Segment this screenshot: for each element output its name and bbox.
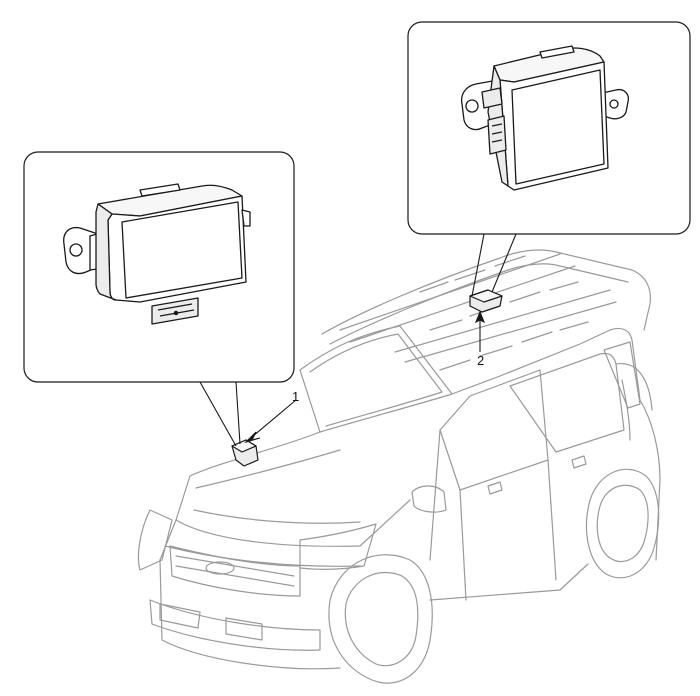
- leader-lines: [199, 233, 517, 447]
- callout-arrows: [244, 310, 486, 444]
- module-marker-1: [231, 439, 259, 467]
- module-2-illustration: [460, 45, 630, 191]
- module-marker-2: [469, 289, 503, 313]
- callout-label-1: 1: [292, 389, 300, 404]
- car-body: [137, 249, 661, 684]
- callout-label-2: 2: [477, 353, 485, 368]
- module-1-illustration: [63, 183, 251, 325]
